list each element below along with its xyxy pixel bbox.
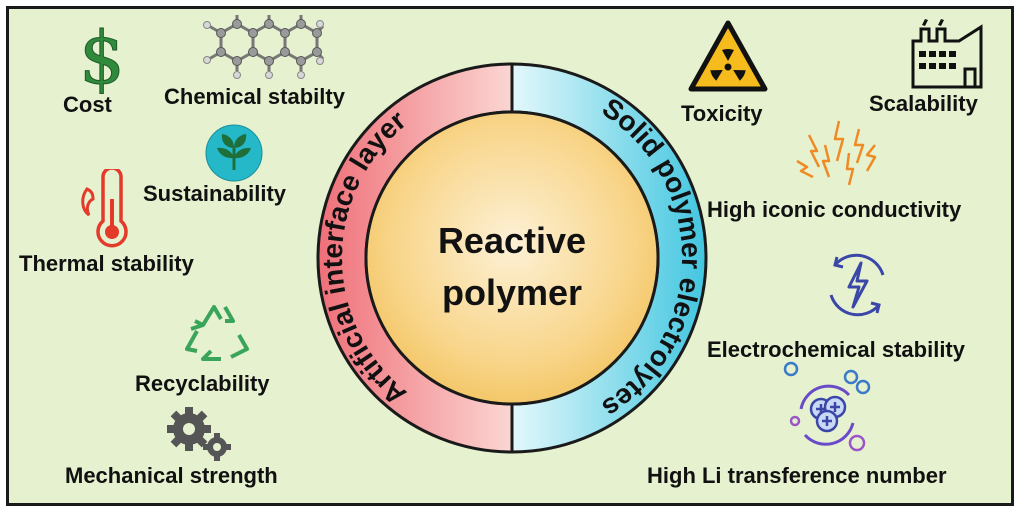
leaf-icon — [205, 124, 263, 182]
mechanical-strength-label: Mechanical strength — [65, 463, 278, 488]
lightning-spark-icon — [796, 120, 877, 186]
radiation-icon — [688, 20, 768, 92]
factory-icon — [911, 19, 983, 89]
diagram-frame: Artificial interface layer Solid polymer… — [6, 6, 1014, 506]
toxicity-label: Toxicity — [681, 101, 763, 126]
central-ring: Artificial interface layer Solid polymer… — [316, 62, 708, 454]
high-ionic-conductivity-label: High iconic conductivity — [707, 197, 962, 222]
high-li-transference-number-label: High Li transference number — [647, 463, 947, 488]
ion-transfer-icon — [783, 361, 871, 452]
electrochemical-stability-label: Electrochemical stability — [707, 337, 965, 362]
center-title-line1: Reactive — [438, 220, 586, 261]
thermometer-fire-icon — [81, 169, 128, 248]
center-title-line2: polymer — [442, 272, 582, 313]
recyclability-label: Recyclability — [135, 371, 270, 396]
sustainability-label: Sustainability — [143, 181, 287, 206]
core-circle — [364, 110, 660, 406]
molecule-icon — [203, 15, 325, 79]
chemical-stability-label: Chemical stabilty — [164, 84, 345, 109]
cycle-bolt-icon — [829, 253, 885, 317]
thermal-stability-label: Thermal stability — [19, 251, 194, 276]
scalability-label: Scalability — [869, 91, 978, 116]
dollar-icon: $ — [79, 17, 125, 95]
gear-icon — [167, 407, 231, 461]
cost-label: Cost — [63, 92, 112, 117]
recycle-icon — [185, 305, 249, 361]
svg-text:$: $ — [79, 17, 125, 95]
